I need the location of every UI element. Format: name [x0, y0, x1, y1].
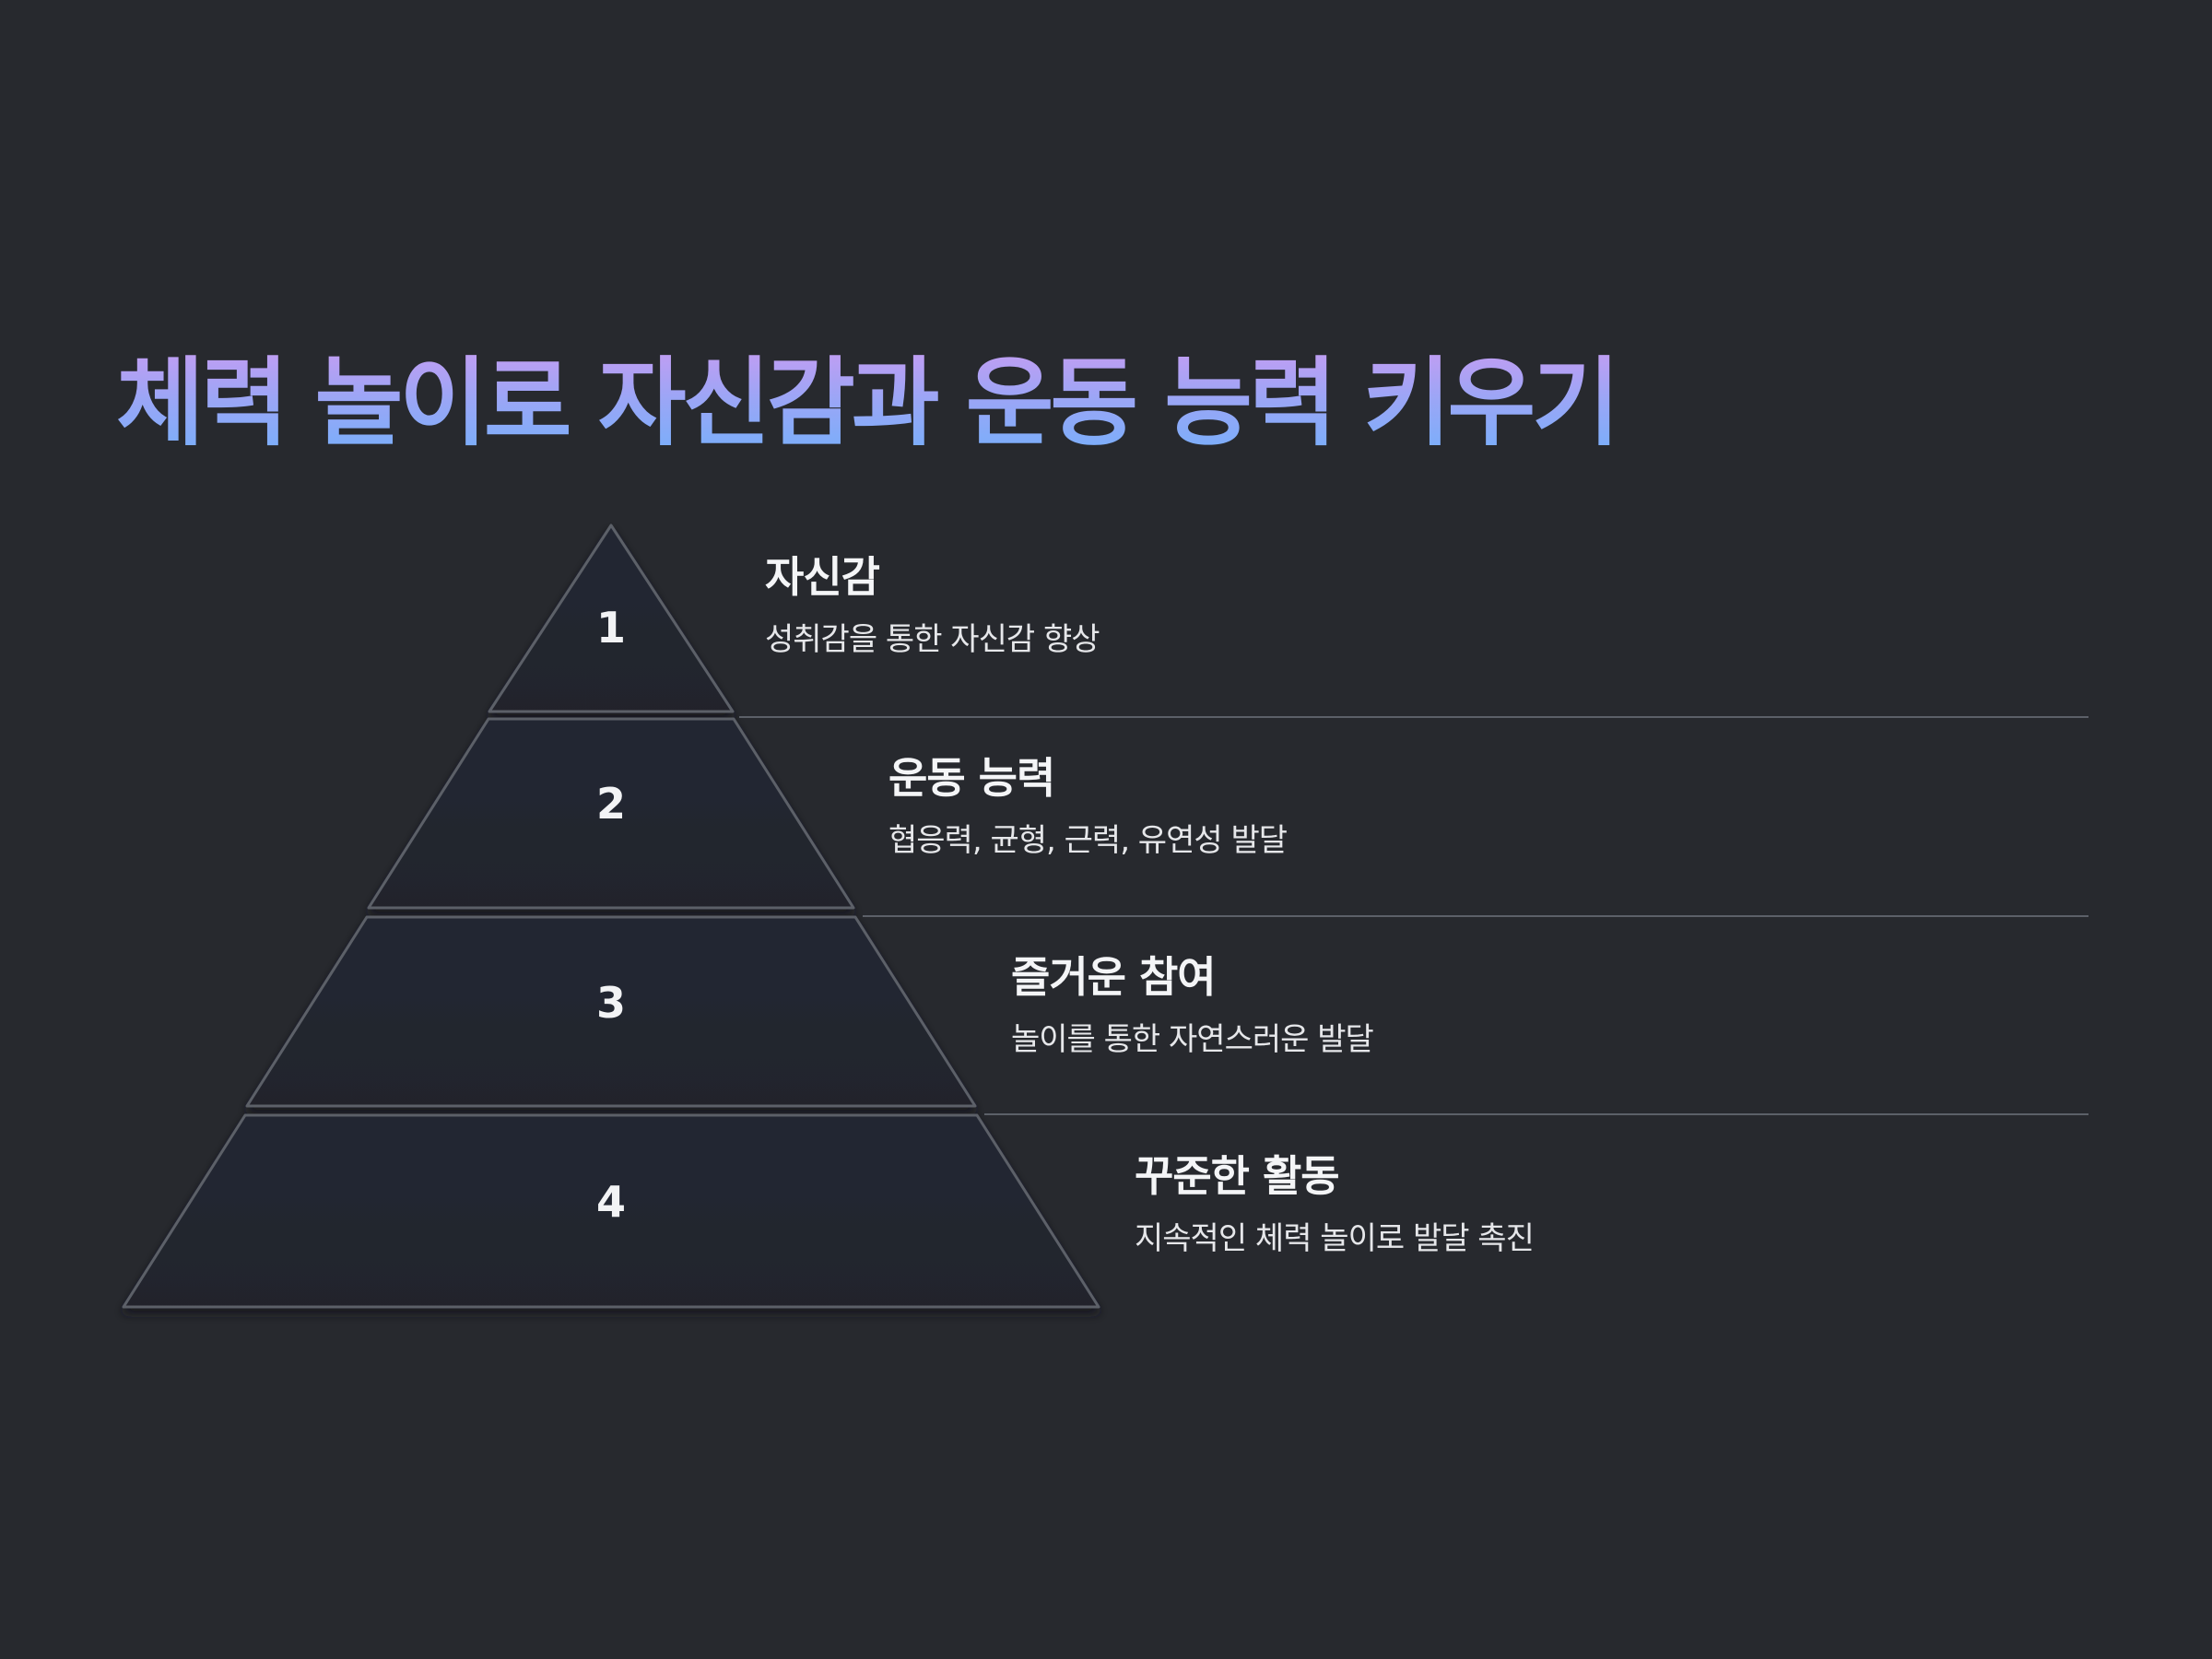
pyramid-tier-3-shape [245, 915, 977, 1108]
pyramid-tier-4-shape [122, 1113, 1100, 1309]
level-2-text: 운동 능력 협응력, 균형, 근력, 유연성 발달 [888, 750, 1288, 861]
level-3-divider [984, 1113, 2088, 1115]
level-1-heading: 자신감 [765, 552, 880, 602]
pyramid-tier-3: 3 [245, 915, 977, 1108]
pyramid-tier-4: 4 [122, 1113, 1100, 1309]
level-3-text: 즐거운 참여 놀이를 통한 자연스러운 발달 [1011, 949, 1374, 1060]
pyramid-tier-3-number: 3 [596, 978, 626, 1028]
level-2-description: 협응력, 균형, 근력, 유연성 발달 [888, 822, 1288, 859]
level-4-heading: 꾸준한 활동 [1135, 1151, 1340, 1201]
pyramid-tier-2-shape [367, 717, 855, 910]
level-4-description: 지속적인 체력 놀이로 발달 촉진 [1135, 1220, 1535, 1257]
pyramid-tier-2: 2 [367, 717, 855, 910]
level-2-divider [863, 915, 2088, 917]
pyramid-tier-4-number: 4 [596, 1177, 626, 1227]
level-4-text: 꾸준한 활동 지속적인 체력 놀이로 발달 촉진 [1135, 1148, 1535, 1259]
level-3-description: 놀이를 통한 자연스러운 발달 [1011, 1021, 1374, 1058]
level-1-text: 자신감 성취감을 통한 자신감 향상 [765, 549, 1100, 660]
pyramid-tier-1: 1 [488, 524, 735, 713]
pyramid-tier-1-shape [488, 524, 735, 713]
level-1-description: 성취감을 통한 자신감 향상 [765, 621, 1100, 658]
slide-title: 체력 놀이로 자신감과 운동 능력 키우기 [116, 343, 1620, 463]
level-1-divider [739, 716, 2088, 718]
pyramid-tier-1-number: 1 [596, 603, 626, 653]
level-3-heading: 즐거운 참여 [1011, 952, 1217, 1002]
pyramid-tier-2-number: 2 [596, 779, 626, 829]
level-2-heading: 운동 능력 [888, 753, 1055, 803]
